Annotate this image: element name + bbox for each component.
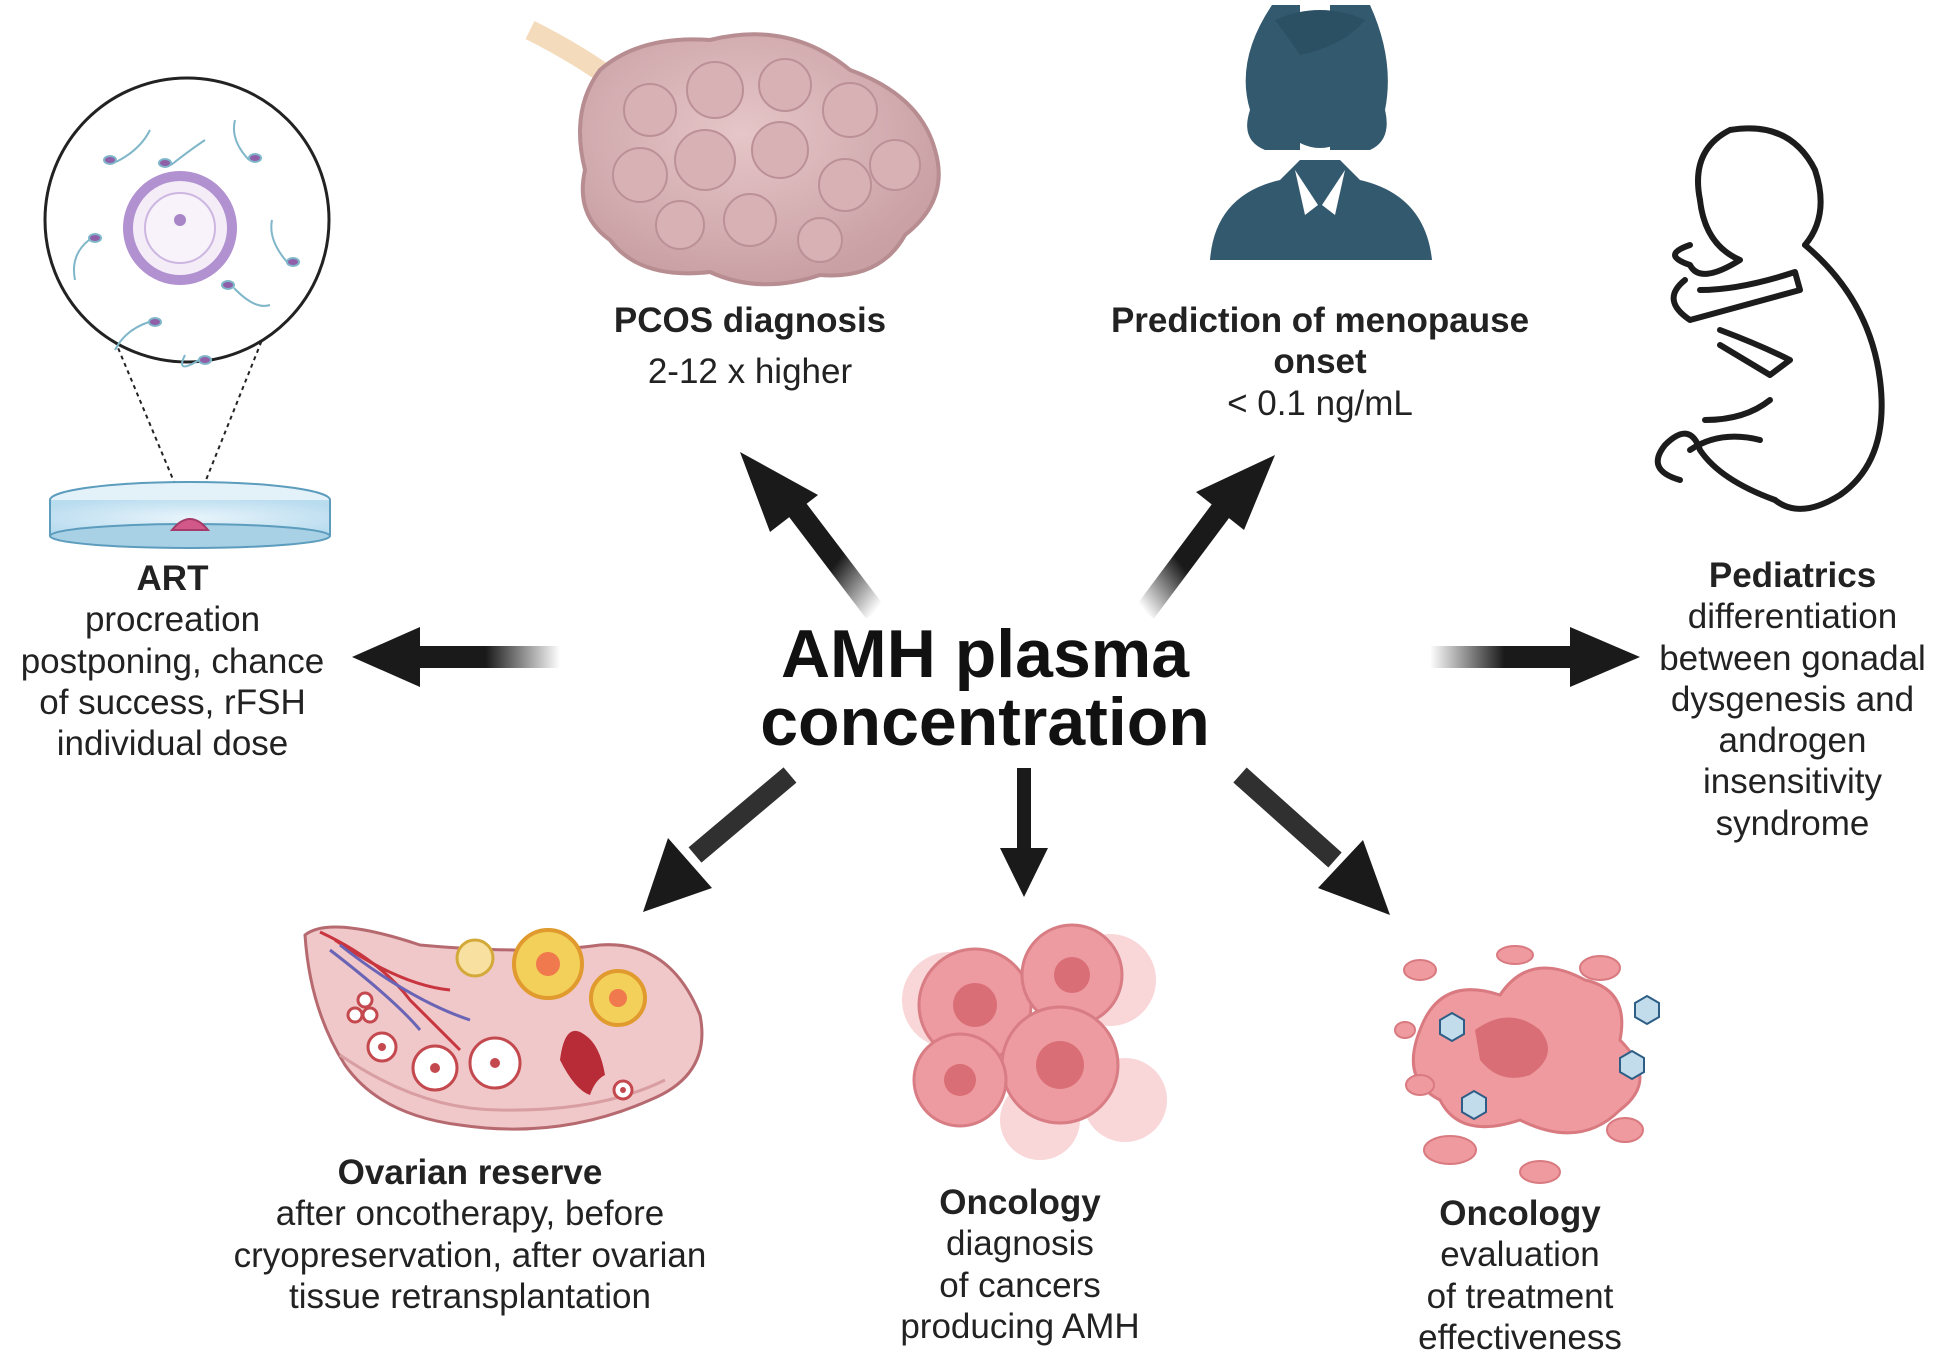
node-pcos-body: 2-12 x higher: [647, 352, 853, 392]
node-menopause: Prediction of menopause onset < 0.1 ng/m…: [1080, 300, 1560, 424]
node-ovarian-reserve: Ovarian reserve after oncotherapy, befor…: [200, 1152, 740, 1317]
arrow-to-oncology-evaluation: [1233, 767, 1390, 915]
node-pediatrics-title: Pediatrics: [1708, 556, 1877, 595]
node-oncology-evaluation-body: evaluation of treatment effectiveness: [1418, 1235, 1622, 1357]
node-pediatrics-body: differentiation between gonadal dysgenes…: [1659, 597, 1926, 843]
node-oncology-diagnosis: Oncology diagnosis of cancers producing …: [860, 1182, 1180, 1347]
ovary-follicles-icon: [303, 925, 704, 1131]
petri-dish-fertilization-icon: [43, 76, 331, 549]
node-oncology-diagnosis-body: diagnosis of cancers producing AMH: [900, 1224, 1140, 1346]
node-art-body: procreation postponing, chance of succes…: [20, 600, 325, 764]
node-oncology-diagnosis-title: Oncology: [939, 1183, 1101, 1222]
cancer-cells-icon: [902, 923, 1167, 1160]
node-menopause-body: < 0.1 ng/mL: [1227, 383, 1413, 423]
treated-tumor-icon: [1394, 945, 1660, 1184]
node-art: ART procreation postponing, chance of su…: [0, 558, 345, 764]
node-art-title: ART: [136, 559, 209, 598]
node-menopause-title: Prediction of menopause onset: [1110, 301, 1530, 382]
node-pediatrics: Pediatrics differentiation between gonad…: [1640, 555, 1945, 844]
fetus-icon: [1654, 125, 1885, 512]
node-ovarian-title: Ovarian reserve: [337, 1153, 603, 1192]
center-title: AMH plasma concentration: [760, 616, 1210, 760]
node-ovarian-body: after oncotherapy, before cryopreservati…: [233, 1194, 707, 1316]
arrow-to-pcos: [740, 452, 884, 619]
woman-silhouette-icon: [1210, 5, 1432, 260]
arrow-to-pediatrics: [1430, 627, 1640, 687]
node-oncology-evaluation-title: Oncology: [1439, 1194, 1601, 1233]
arrow-to-art: [352, 627, 560, 687]
node-pcos: PCOS diagnosis 2-12 x higher: [560, 300, 940, 393]
node-oncology-evaluation: Oncology evaluation of treatment effecti…: [1370, 1193, 1670, 1358]
arrow-to-menopause: [1136, 455, 1275, 619]
node-pcos-title: PCOS diagnosis: [613, 301, 887, 340]
arrow-to-ovarian: [643, 767, 797, 912]
pcos-ovary-icon: [525, 21, 941, 287]
arrow-to-oncology-diagnosis: [1000, 768, 1048, 897]
